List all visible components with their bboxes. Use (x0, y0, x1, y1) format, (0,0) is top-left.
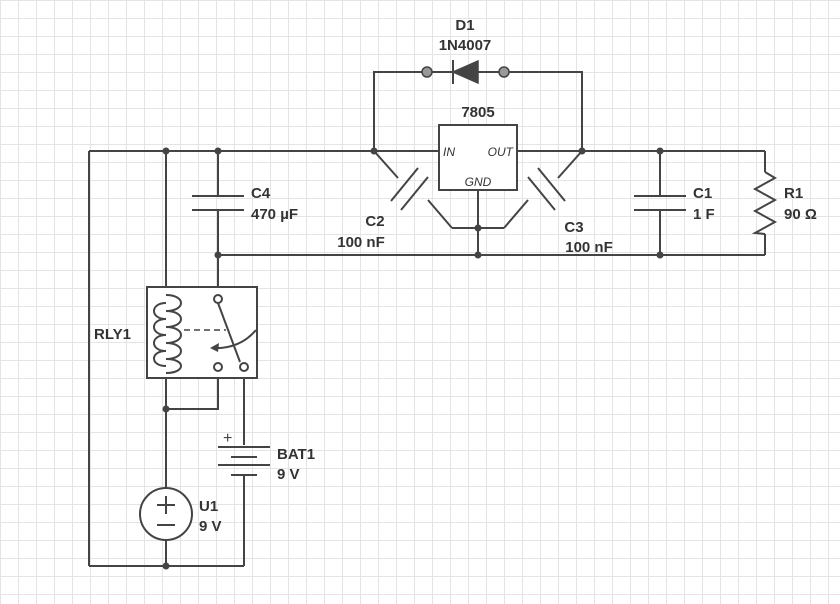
capacitor-c2[interactable] (390, 167, 429, 211)
r1-value: 90 Ω (784, 206, 817, 223)
u1-value: 9 V (199, 518, 222, 535)
d1-ref: D1 (455, 17, 474, 34)
battery-bat1[interactable] (218, 446, 270, 476)
regulator-value: 7805 (461, 104, 494, 121)
c1-value: 1 F (693, 206, 715, 223)
c2-ref: C2 (365, 213, 384, 230)
diode-d1[interactable] (421, 59, 510, 85)
u1-ref: U1 (199, 498, 218, 515)
bat1-plus-sign: + (223, 430, 232, 447)
relay-rly1[interactable] (146, 286, 258, 379)
bat1-ref: BAT1 (277, 446, 315, 463)
resistor-r1[interactable] (751, 171, 778, 235)
c1-ref: C1 (693, 185, 712, 202)
capacitor-c4[interactable] (192, 195, 244, 211)
regulator-in-pin-label: IN (443, 145, 455, 159)
regulator-out-pin-label: OUT (488, 145, 515, 159)
d1-value: 1N4007 (439, 37, 492, 54)
voltage-source-u1[interactable] (139, 487, 193, 541)
c4-ref: C4 (251, 185, 271, 202)
regulator-gnd-pin-label: GND (465, 175, 492, 189)
bat1-value: 9 V (277, 466, 300, 483)
capacitor-c3[interactable] (527, 167, 566, 211)
c4-value: 470 µF (251, 206, 298, 223)
junction-dots (162, 147, 664, 570)
capacitor-c1[interactable] (634, 195, 686, 211)
rly1-ref: RLY1 (94, 326, 131, 343)
r1-ref: R1 (784, 185, 803, 202)
c2-value: 100 nF (337, 234, 385, 251)
regulator-7805[interactable] (438, 124, 518, 191)
c3-ref: C3 (564, 219, 583, 236)
c3-value: 100 nF (565, 239, 613, 256)
